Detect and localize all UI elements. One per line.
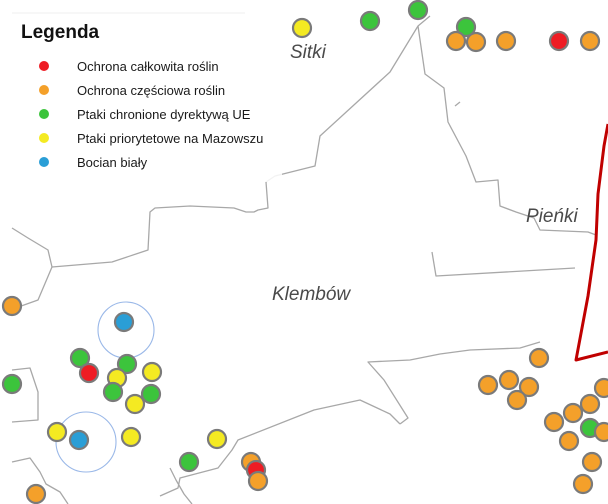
marker-yellow[interactable] bbox=[124, 393, 146, 415]
marker-orange[interactable] bbox=[579, 30, 601, 52]
legend-label: Ptaki priorytetowe na Mazowszu bbox=[77, 130, 264, 146]
legend-item-yellow: Ptaki priorytetowe na Mazowszu bbox=[24, 126, 282, 150]
marker-green[interactable] bbox=[140, 383, 162, 405]
legend-item-green: Ptaki chronione dyrektywą UE bbox=[24, 102, 282, 126]
marker-yellow[interactable] bbox=[141, 361, 163, 383]
boundary-line bbox=[51, 15, 431, 268]
blue-dot-icon bbox=[39, 157, 49, 167]
marker-orange[interactable] bbox=[581, 451, 603, 473]
red-dot-icon bbox=[39, 61, 49, 71]
marker-orange[interactable] bbox=[506, 389, 528, 411]
marker-green[interactable] bbox=[116, 353, 138, 375]
marker-orange[interactable] bbox=[562, 402, 584, 424]
marker-green[interactable] bbox=[359, 10, 381, 32]
place-label-pienki: Pieńki bbox=[526, 206, 579, 227]
marker-orange[interactable] bbox=[593, 421, 608, 443]
green-dot-icon bbox=[39, 109, 49, 119]
legend-item-red: Ochrona całkowita roślin bbox=[24, 54, 282, 78]
map-legend: Legenda Ochrona całkowita roślin Ochrona… bbox=[0, 12, 282, 182]
marker-orange[interactable] bbox=[498, 369, 520, 391]
marker-yellow[interactable] bbox=[291, 17, 313, 39]
marker-orange[interactable] bbox=[572, 473, 594, 495]
place-label-klembow: Klembów bbox=[272, 284, 351, 305]
marker-green[interactable] bbox=[102, 381, 124, 403]
legend-label: Bocian biały bbox=[77, 154, 148, 170]
marker-orange[interactable] bbox=[543, 411, 565, 433]
marker-green[interactable] bbox=[407, 0, 429, 21]
marker-orange[interactable] bbox=[477, 374, 499, 396]
marker-red[interactable] bbox=[78, 362, 100, 384]
boundary-line bbox=[431, 251, 576, 277]
marker-blue[interactable] bbox=[68, 429, 90, 451]
marker-blue[interactable] bbox=[113, 311, 135, 333]
marker-orange[interactable] bbox=[445, 30, 467, 52]
boundary-line bbox=[159, 399, 401, 497]
legend-title: Legenda bbox=[21, 22, 100, 43]
marker-orange[interactable] bbox=[495, 30, 517, 52]
marker-orange[interactable] bbox=[25, 483, 47, 504]
marker-yellow[interactable] bbox=[120, 426, 142, 448]
boundary-line bbox=[417, 25, 597, 236]
marker-orange[interactable] bbox=[579, 393, 601, 415]
marker-green[interactable] bbox=[1, 373, 23, 395]
marker-yellow[interactable] bbox=[46, 421, 68, 443]
marker-green[interactable] bbox=[455, 16, 477, 38]
marker-yellow[interactable] bbox=[206, 428, 228, 450]
marker-orange[interactable] bbox=[593, 377, 608, 399]
marker-green[interactable] bbox=[69, 347, 91, 369]
legend-label: Ptaki chronione dyrektywą UE bbox=[77, 106, 251, 122]
boundary-line bbox=[11, 367, 39, 423]
orange-dot-icon bbox=[39, 85, 49, 95]
boundary-line bbox=[11, 457, 69, 504]
boundary-line bbox=[169, 467, 193, 504]
marker-red[interactable] bbox=[548, 30, 570, 52]
place-label-sitki: Sitki bbox=[290, 42, 327, 63]
marker-orange[interactable] bbox=[518, 376, 540, 398]
marker-orange[interactable] bbox=[1, 295, 23, 317]
boundary-line bbox=[11, 227, 53, 268]
highlighted-area-boundary bbox=[574, 123, 608, 362]
marker-green[interactable] bbox=[178, 451, 200, 473]
legend-label: Ochrona całkowita roślin bbox=[77, 58, 219, 74]
legend-label: Ochrona częściowa roślin bbox=[77, 82, 226, 98]
yellow-dot-icon bbox=[39, 133, 49, 143]
legend-item-orange: Ochrona częściowa roślin bbox=[24, 78, 282, 102]
marker-orange[interactable] bbox=[528, 347, 550, 369]
legend-item-blue: Bocian biały bbox=[24, 150, 282, 174]
marker-orange[interactable] bbox=[247, 470, 269, 492]
boundary-line bbox=[454, 101, 461, 107]
marker-orange[interactable] bbox=[558, 430, 580, 452]
boundary-line bbox=[367, 341, 541, 425]
marker-orange[interactable] bbox=[465, 31, 487, 53]
